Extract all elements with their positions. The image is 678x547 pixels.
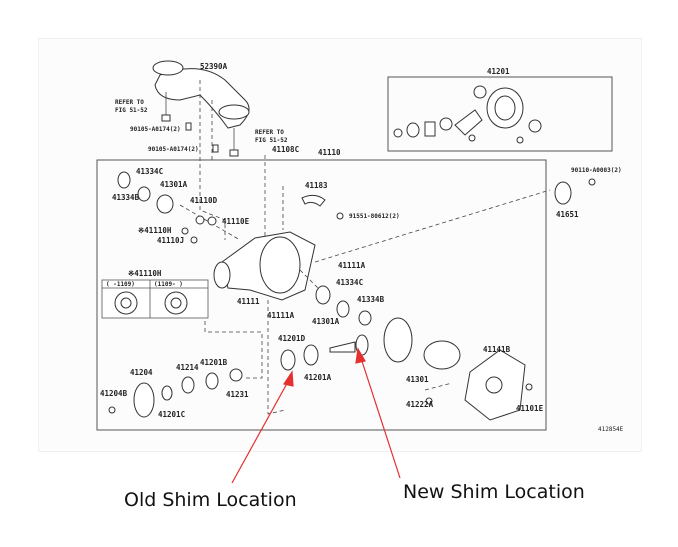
part-label: 41334C <box>136 167 163 176</box>
part-label: 41301 <box>406 375 429 384</box>
old-shim-arrow <box>231 377 291 484</box>
part-label: 90110-A0003(2) <box>571 167 622 174</box>
main-assembly-box <box>96 159 547 431</box>
arrow-head-icon <box>283 370 294 387</box>
part-label: (1109- ) <box>154 281 183 288</box>
part-label: 41108C <box>272 145 299 154</box>
part-label: REFER TO <box>115 99 144 106</box>
part-label: ※41110H <box>128 269 162 278</box>
diagram-panel <box>38 38 642 452</box>
part-label: REFER TO <box>255 129 284 136</box>
part-label: 41110D <box>190 196 218 205</box>
differential-housing <box>213 231 316 301</box>
part-label: 41111A <box>267 311 295 320</box>
part-labels: 52390A REFER TO FIG 51-52 90105-A0174(2)… <box>100 62 624 433</box>
part-label: 41183 <box>305 181 328 190</box>
part-label: 52390A <box>200 62 228 71</box>
old-shim-caption: Old Shim Location <box>124 489 297 511</box>
part-label: ※41110H <box>138 226 172 235</box>
part-label: 41201A <box>304 373 332 382</box>
part-label: 41201D <box>278 334 306 343</box>
part-label: FIG 51-52 <box>115 107 148 114</box>
new-shim-caption: New Shim Location <box>403 481 585 503</box>
part-label: 41301A <box>160 180 188 189</box>
part-label: 41110E <box>222 217 250 226</box>
old-shim-41201D <box>280 349 296 371</box>
part-label: FIG 51-52 <box>255 137 288 144</box>
part-label: 41334C <box>336 278 363 287</box>
part-label: 41201C <box>158 410 185 419</box>
support-bracket <box>152 60 250 157</box>
part-label: 41111 <box>237 297 260 306</box>
pinion-gear <box>329 341 356 353</box>
part-label: 41204B <box>100 389 128 398</box>
part-label: 41201B <box>200 358 228 367</box>
part-label: 41334B <box>357 295 385 304</box>
part-label: 412854E <box>598 426 624 433</box>
part-label: 41201 <box>487 67 510 76</box>
new-shim-arrow <box>359 354 401 479</box>
part-label: 41651 <box>556 210 579 219</box>
differential-kit-parts <box>393 85 542 144</box>
part-label: 90105-A0174(2) <box>148 146 199 153</box>
arrow-head-icon <box>355 347 366 364</box>
part-label: 41101E <box>516 404 544 413</box>
part-label: 41111A <box>338 261 366 270</box>
part-label: 41301A <box>312 317 340 326</box>
part-label: 41141B <box>483 345 511 354</box>
differential-kit-box <box>387 76 613 152</box>
part-label: 90105-A0174(2) <box>130 126 181 133</box>
part-label: 41231 <box>226 390 249 399</box>
annotation-arrows <box>231 347 401 484</box>
part-41334B <box>117 171 131 189</box>
part-label: 41222A <box>406 400 434 409</box>
inset-41110H <box>101 279 209 319</box>
part-label: 41110J <box>157 236 184 245</box>
part-label: 41334B <box>112 193 140 202</box>
part-label: ( -1109) <box>106 281 135 288</box>
part-label: 41214 <box>176 363 199 372</box>
part-label: 41204 <box>130 368 153 377</box>
part-label: 41110 <box>318 148 341 157</box>
part-label: 91551-80612(2) <box>349 213 400 220</box>
